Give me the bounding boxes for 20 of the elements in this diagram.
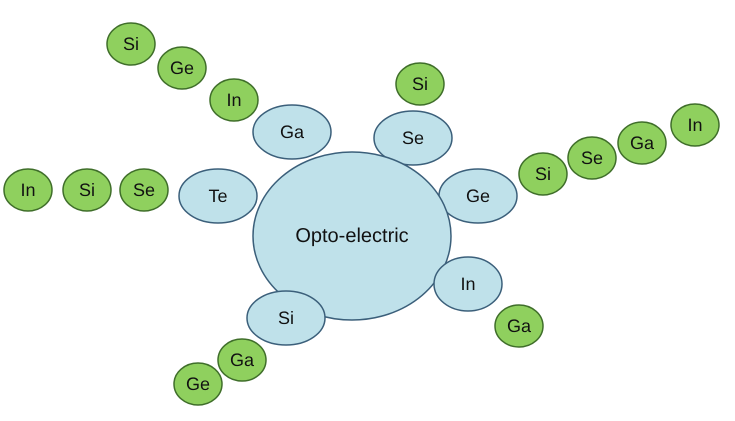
element-ellipse: Te bbox=[178, 168, 258, 224]
element-ellipse: Si bbox=[246, 290, 326, 346]
element-circle: Ga bbox=[217, 338, 267, 382]
element-circle: Ge bbox=[157, 46, 207, 90]
element-circle: Si bbox=[518, 152, 568, 196]
element-ellipse: Ga bbox=[252, 104, 332, 160]
element-circle: Si bbox=[395, 62, 445, 106]
element-circle: Ga bbox=[617, 121, 667, 165]
element-circle: Si bbox=[106, 22, 156, 66]
element-circle: Se bbox=[567, 136, 617, 180]
element-circle: Ga bbox=[494, 304, 544, 348]
element-ellipse: In bbox=[433, 256, 503, 312]
element-circle: Si bbox=[62, 168, 112, 212]
element-circle: In bbox=[209, 78, 259, 122]
element-circle: Ge bbox=[173, 362, 223, 406]
element-ellipse: Se bbox=[373, 110, 453, 166]
element-circle: In bbox=[670, 103, 720, 147]
element-circle: Se bbox=[119, 168, 169, 212]
element-ellipse: Ge bbox=[438, 168, 518, 224]
element-circle: In bbox=[3, 168, 53, 212]
